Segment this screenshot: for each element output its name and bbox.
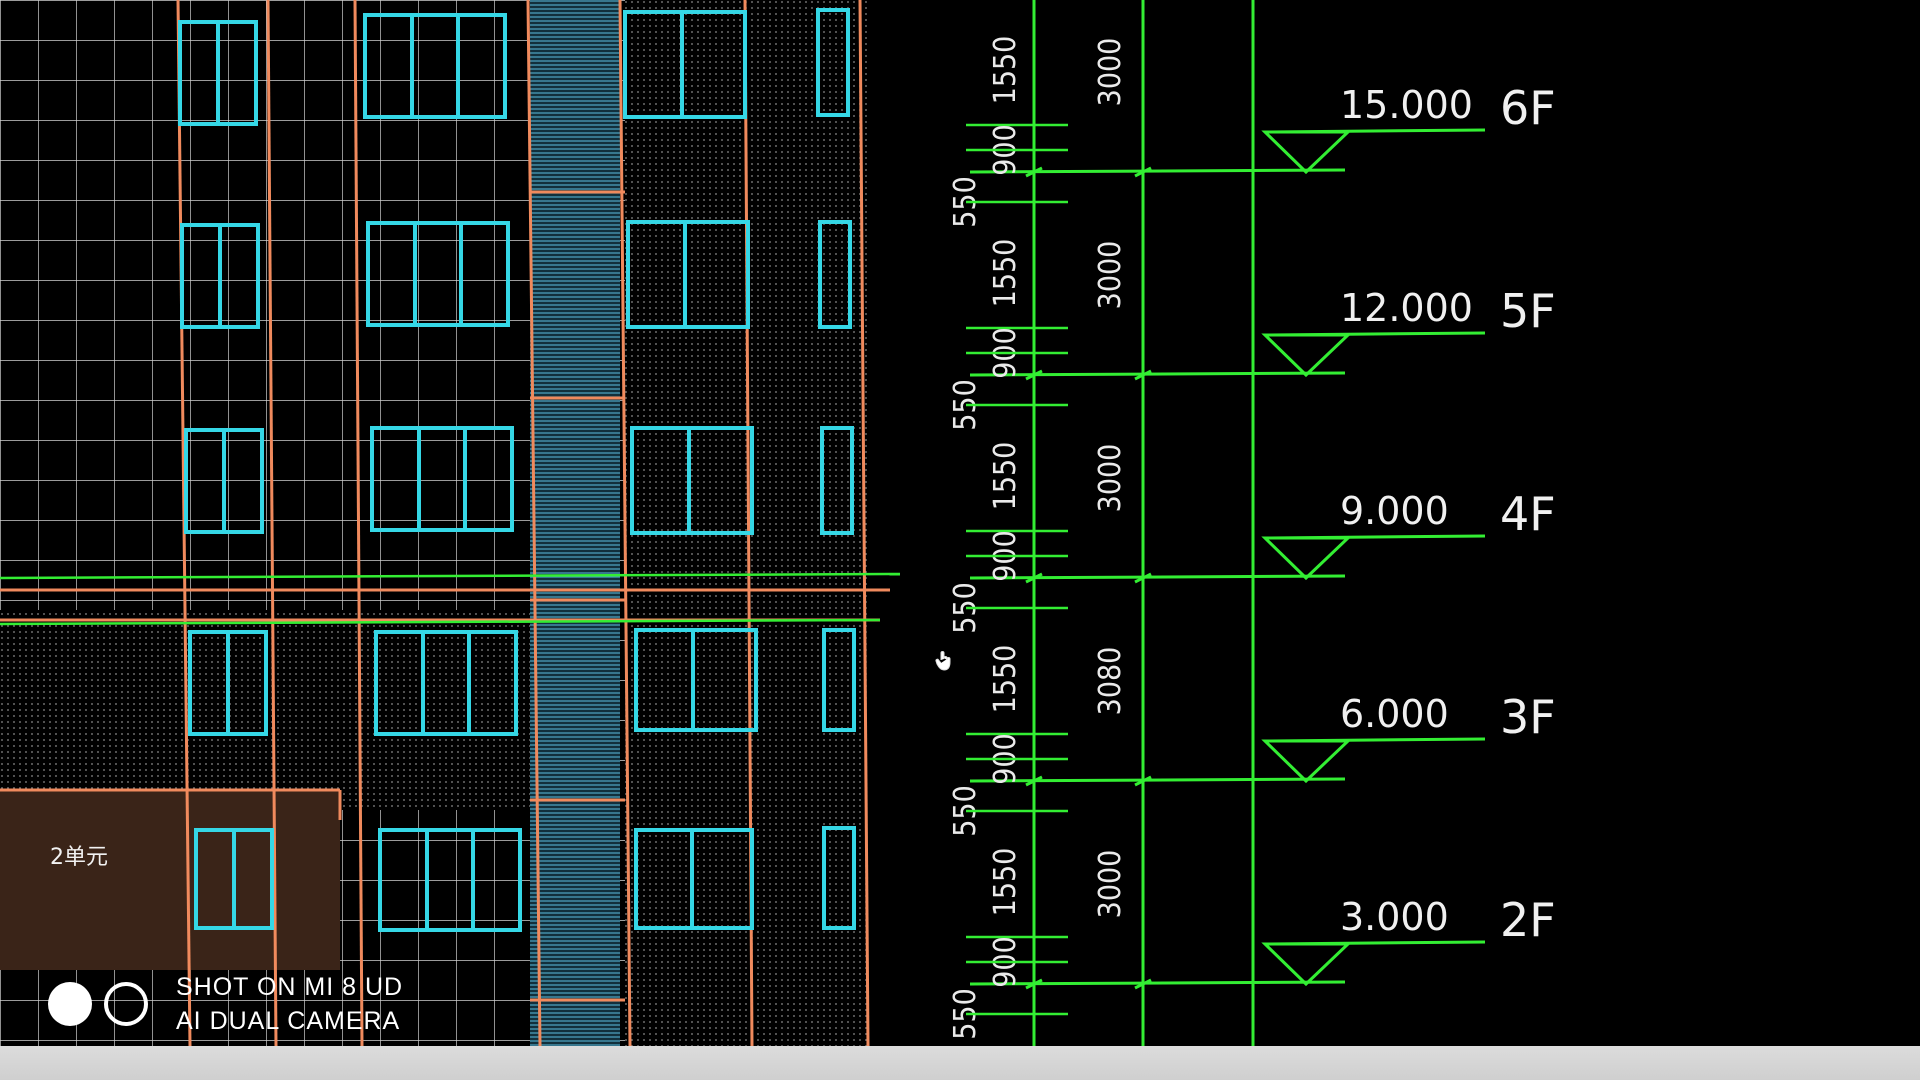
segment-dimension: 1550 <box>988 442 1023 511</box>
level-marker: 9.000 4F <box>969 487 1556 584</box>
facade-outlines <box>0 0 890 1047</box>
command-line-bar[interactable] <box>0 1046 1920 1080</box>
level-marker: 6.000 3F <box>969 690 1556 787</box>
dimension-tick <box>1025 572 1043 584</box>
segment-dimension: 1550 <box>988 848 1023 917</box>
stair-strip <box>530 0 620 1046</box>
floor-line <box>969 168 1346 174</box>
storey-dimension: 3000 <box>1093 444 1128 513</box>
cornice-lines <box>0 572 901 626</box>
dimension-tick <box>1025 978 1043 990</box>
watermark-dot-icon <box>48 982 92 1026</box>
window-column-c <box>623 10 758 930</box>
level-floor: 4F <box>1500 487 1556 541</box>
floor-line <box>969 980 1346 986</box>
windows <box>178 8 856 932</box>
storey-dimension: 3000 <box>1093 850 1128 919</box>
level-elevation: 9.000 <box>1340 489 1449 533</box>
watermark-line-1: SHOT ON MI 8 UD <box>176 973 404 1001</box>
dimension-tick <box>1134 978 1152 990</box>
dimension-tick <box>1134 369 1152 381</box>
level-elevation: 3.000 <box>1340 895 1449 939</box>
dimension-tick <box>1134 775 1152 787</box>
level-marker: 3.000 2F <box>969 893 1556 990</box>
dimension-tick <box>1025 775 1043 787</box>
level-marker: 12.000 5F <box>969 284 1556 381</box>
level-elevation: 12.000 <box>1340 286 1473 330</box>
window-column-b <box>363 13 522 932</box>
level-floor: 2F <box>1500 893 1556 947</box>
building-facade: 2单元 <box>0 0 901 1047</box>
floor-line <box>969 777 1346 783</box>
dimension-labels: 1550900550155090055015509005501550900550… <box>948 36 1128 1040</box>
camera-watermark: SHOT ON MI 8 UD AI DUAL CAMERA <box>48 970 403 1038</box>
level-floor: 5F <box>1500 284 1556 338</box>
level-floor: 6F <box>1500 81 1556 135</box>
watermark-text: SHOT ON MI 8 UD AI DUAL CAMERA <box>176 970 403 1038</box>
level-triangle-icon <box>1261 942 1352 987</box>
level-floor: 3F <box>1500 690 1556 744</box>
window-column-d <box>816 8 856 930</box>
level-elevation: 15.000 <box>1340 83 1473 127</box>
dimension-lines <box>1032 0 1255 1046</box>
storey-dimension: 3000 <box>1093 38 1128 107</box>
dimension-tick <box>1025 166 1043 178</box>
segment-dimension: 1550 <box>988 239 1023 308</box>
level-triangle-icon <box>1261 739 1352 784</box>
facade-dotted-lower <box>0 610 540 810</box>
watermark-line-2: AI DUAL CAMERA <box>176 1007 401 1035</box>
segment-dimension: 1550 <box>988 36 1023 105</box>
watermark-ring-icon <box>104 982 148 1026</box>
window-column-a <box>178 20 274 930</box>
entrance-canopy <box>0 790 340 970</box>
dimension-tick <box>1025 369 1043 381</box>
storey-dimension: 3080 <box>1093 647 1128 716</box>
level-triangle-icon <box>1261 130 1352 175</box>
floor-line <box>969 371 1346 377</box>
elevation-levels: 15.000 6F 12.000 5F 9.000 4F 6.000 3F 3.000 2F <box>969 81 1556 990</box>
level-triangle-icon <box>1261 333 1352 378</box>
dimension-tick <box>1134 572 1152 584</box>
segment-dimension: 1550 <box>988 645 1023 714</box>
dimension-tick <box>1134 166 1152 178</box>
hand-cursor-icon <box>935 651 951 671</box>
level-elevation: 6.000 <box>1340 692 1449 736</box>
unit-label: 2单元 <box>50 845 108 870</box>
level-marker: 15.000 6F <box>969 81 1556 178</box>
storey-dimension: 3000 <box>1093 241 1128 310</box>
floor-line <box>969 574 1346 580</box>
level-triangle-icon <box>1261 536 1352 581</box>
